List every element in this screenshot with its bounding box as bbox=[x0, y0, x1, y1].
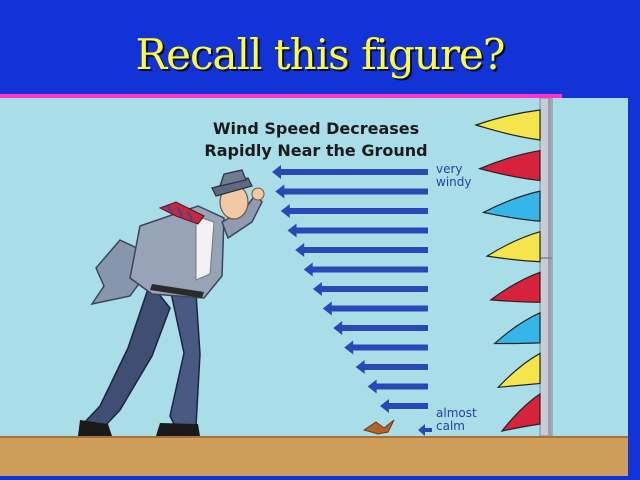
pennant-flag-icon bbox=[481, 190, 541, 222]
pennant-flags bbox=[474, 109, 541, 432]
wind-arrow-icon bbox=[322, 301, 428, 316]
figure-heading-line-2: Rapidly Near the Ground bbox=[204, 141, 428, 160]
figure-heading-line-1: Wind Speed Decreases bbox=[212, 119, 420, 138]
flagpole-icon bbox=[539, 98, 553, 437]
wind-arrow-icon bbox=[312, 282, 428, 296]
pennant-flag-icon bbox=[474, 109, 541, 141]
figure-heading: Wind Speed Decreases Rapidly Near the Gr… bbox=[186, 118, 446, 162]
wind-arrow-icon bbox=[275, 184, 428, 199]
wind-arrow-icon bbox=[280, 204, 428, 218]
slide-title: Recall this figure? bbox=[135, 30, 506, 79]
ground bbox=[0, 436, 628, 476]
wind-arrow-icon bbox=[380, 399, 428, 413]
wind-arrow-icon bbox=[367, 379, 428, 394]
pennant-flag-icon bbox=[485, 230, 541, 263]
wind-arrow-icon bbox=[344, 340, 428, 355]
wind-arrow-icon bbox=[303, 262, 428, 277]
small-bird-icon bbox=[362, 419, 395, 435]
very-windy-label: very windy bbox=[436, 162, 472, 189]
almost-calm-label: almost calm bbox=[436, 406, 477, 433]
wind-arrow-icon bbox=[272, 165, 428, 179]
wind-figure-svg bbox=[78, 98, 553, 437]
wind-arrow-icon bbox=[333, 321, 428, 335]
wind-figure: Wind Speed Decreases Rapidly Near the Gr… bbox=[0, 98, 628, 476]
pennant-flag-icon bbox=[500, 392, 541, 432]
wind-arrow-icon bbox=[295, 243, 428, 257]
wind-arrow-icon bbox=[418, 424, 432, 436]
wind-arrow-icon bbox=[355, 360, 428, 374]
pennant-flag-icon bbox=[493, 311, 541, 345]
pennant-flag-icon bbox=[477, 149, 541, 182]
pennant-flag-icon bbox=[489, 271, 541, 303]
title-divider bbox=[0, 94, 562, 98]
pennant-flag-icon bbox=[496, 352, 541, 389]
wind-arrow-icon bbox=[287, 223, 428, 238]
walking-man-illustration bbox=[78, 169, 265, 436]
wind-arrows bbox=[272, 165, 432, 436]
